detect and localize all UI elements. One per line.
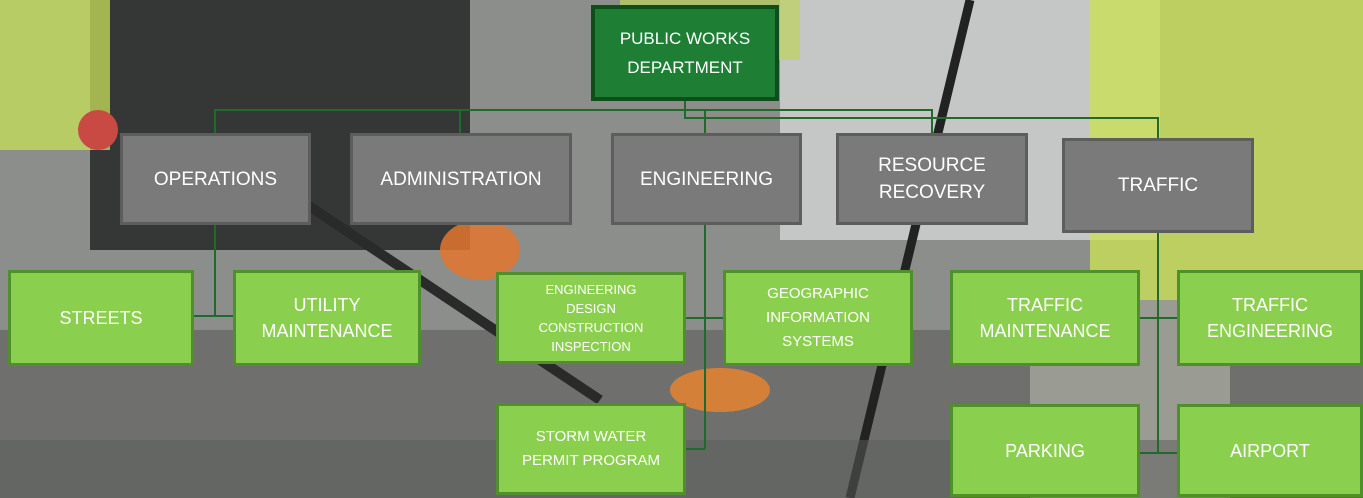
- engineering-design-label-line-4: INSPECTION: [551, 339, 631, 354]
- storm-water-permit-program-box: STORM WATER PERMIT PROGRAM: [496, 403, 686, 495]
- engineering-design-label-line-1: ENGINEERING: [545, 282, 637, 297]
- engineering-box: ENGINEERING: [611, 133, 802, 225]
- storm-water-label-line-2: PERMIT PROGRAM: [521, 452, 661, 469]
- traffic-label: TRAFFIC: [1117, 175, 1199, 196]
- traffic-maintenance-label-line-2: MAINTENANCE: [979, 321, 1111, 341]
- parking-box: PARKING: [950, 404, 1140, 497]
- traffic-engineering-label-line-2: ENGINEERING: [1206, 321, 1334, 341]
- engineering-label: ENGINEERING: [639, 168, 774, 190]
- root-label-line-1: PUBLIC WORKS: [619, 29, 751, 48]
- resource-recovery-label-line-2: RECOVERY: [878, 182, 986, 203]
- engineering-design-label-line-3: CONSTRUCTION: [538, 320, 644, 335]
- streets-label: STREETS: [59, 308, 143, 328]
- engineering-design-construction-inspection-box: ENGINEERING DESIGN CONSTRUCTION INSPECTI…: [496, 272, 686, 364]
- operations-label: OPERATIONS: [153, 168, 278, 190]
- resource-recovery-box: RESOURCE RECOVERY: [836, 133, 1028, 225]
- traffic-engineering-label-line-1: TRAFFIC: [1232, 295, 1308, 315]
- gis-label-line-1: GEOGRAPHIC: [767, 285, 869, 302]
- traffic-maintenance-box: TRAFFIC MAINTENANCE: [950, 270, 1140, 366]
- engineering-design-label-line-2: DESIGN: [566, 301, 616, 316]
- administration-label: ADMINISTRATION: [380, 168, 542, 190]
- traffic-box: TRAFFIC: [1062, 138, 1254, 233]
- utility-maintenance-label-line-2: MAINTENANCE: [261, 321, 393, 341]
- airport-label: AIRPORT: [1230, 440, 1310, 461]
- utility-maintenance-label-line-1: UTILITY: [293, 295, 361, 315]
- traffic-maintenance-label-line-1: TRAFFIC: [1007, 295, 1083, 315]
- geographic-information-systems-box: GEOGRAPHIC INFORMATION SYSTEMS: [723, 270, 913, 366]
- utility-maintenance-box: UTILITY MAINTENANCE: [233, 270, 421, 366]
- operations-box: OPERATIONS: [120, 133, 311, 225]
- storm-water-label-line-1: STORM WATER: [535, 428, 647, 445]
- resource-recovery-label-line-1: RESOURCE: [878, 155, 986, 176]
- administration-box: ADMINISTRATION: [350, 133, 572, 225]
- airport-box: AIRPORT: [1177, 404, 1363, 497]
- root-label-line-2: DEPARTMENT: [627, 58, 743, 77]
- traffic-engineering-box: TRAFFIC ENGINEERING: [1177, 270, 1363, 366]
- public-works-department-box: PUBLIC WORKS DEPARTMENT: [591, 5, 779, 101]
- parking-label: PARKING: [1005, 440, 1085, 461]
- streets-box: STREETS: [8, 270, 194, 366]
- gis-label-line-3: SYSTEMS: [782, 333, 854, 350]
- gis-label-line-2: INFORMATION: [766, 309, 870, 326]
